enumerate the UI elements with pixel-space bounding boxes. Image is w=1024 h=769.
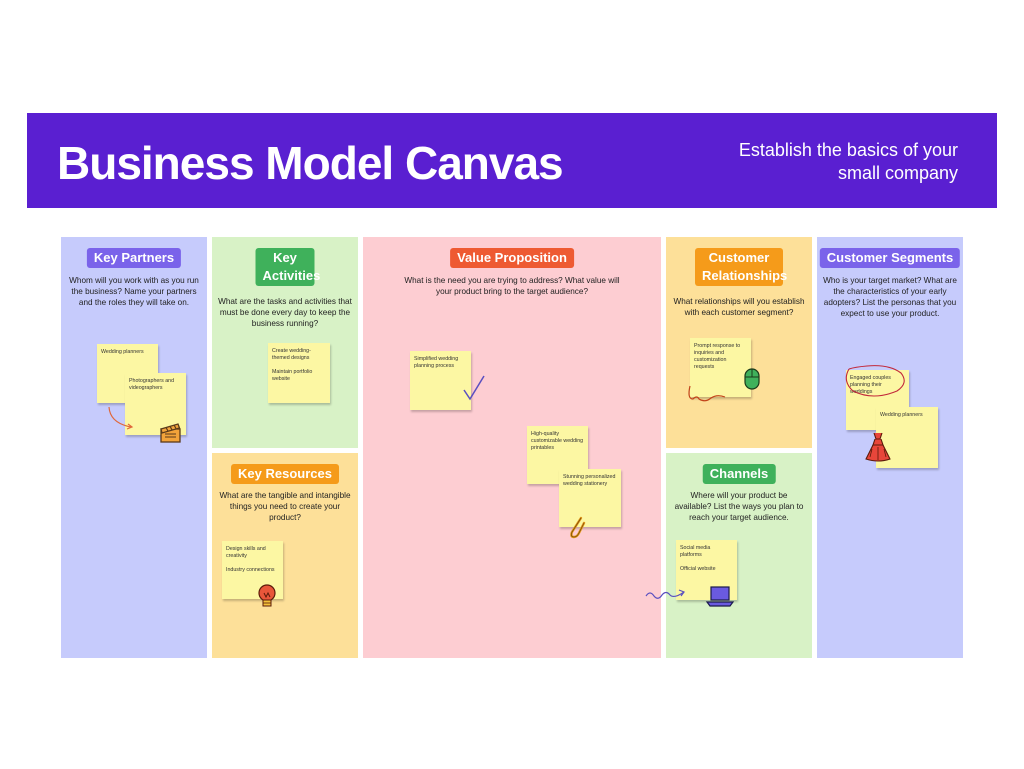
section-desc-key-activities: What are the tasks and activities that m… — [218, 297, 352, 328]
lightbulb-icon — [258, 584, 276, 607]
laptop-icon — [705, 586, 735, 607]
section-customer-relationships: Customer Relationships What relationship… — [666, 237, 812, 448]
section-title-customer-segments: Customer Segments — [819, 248, 961, 268]
section-desc-channels: Where will your product be available? Li… — [674, 491, 804, 522]
circle-doodle-icon — [845, 365, 905, 397]
header-banner: Business Model Canvas Establish the basi… — [27, 113, 997, 208]
section-title-customer-relationships: Customer Relationships — [695, 248, 787, 286]
section-desc-key-resources: What are the tangible and intangible thi… — [219, 491, 351, 522]
section-title-key-activities: Key Activities — [255, 248, 320, 286]
section-channels: Channels Where will your product be avai… — [645, 453, 812, 658]
section-title-channels: Channels — [702, 464, 776, 484]
sticky-note[interactable]: Prompt response to inquiries and customi… — [690, 338, 751, 397]
mouse-icon — [744, 368, 760, 390]
section-key-partners: Key Partners Whom will you work with as … — [61, 237, 207, 658]
sticky-note[interactable]: Simplified wedding planning process — [410, 351, 471, 410]
section-title-key-partners: Key Partners — [86, 248, 182, 268]
section-desc-customer-segments: Who is your target market? What are the … — [823, 276, 957, 318]
clapperboard-icon — [160, 423, 181, 443]
squiggle-arrow-icon — [645, 589, 685, 599]
section-key-resources: Key Resources What are the tangible and … — [212, 453, 358, 658]
section-customer-segments: Customer Segments Who is your target mar… — [817, 237, 963, 658]
section-desc-key-partners: Whom will you work with as you run the b… — [69, 276, 199, 307]
sticky-note[interactable]: High-quality customizable wedding printa… — [527, 426, 588, 484]
sticky-note[interactable]: Stunning personalized wedding stationery — [559, 469, 621, 527]
arrow-doodle-icon — [108, 406, 134, 430]
page-subtitle: Establish the basics of your small compa… — [738, 140, 958, 183]
section-desc-value-proposition: What is the need you are trying to addre… — [404, 276, 620, 296]
paperclip-icon — [570, 516, 586, 539]
section-value-proposition: Value Proposition What is the need you a… — [363, 237, 661, 658]
section-title-value-proposition: Value Proposition — [450, 248, 574, 268]
page-title: Business Model Canvas — [57, 137, 564, 189]
sticky-note[interactable]: Create wedding-themed designs Maintain p… — [268, 343, 330, 403]
section-desc-customer-relationships: What relationships will you establish wi… — [673, 297, 805, 317]
dress-icon — [865, 432, 891, 462]
section-key-activities: Key Activities What are the tasks and ac… — [212, 237, 358, 448]
checkmark-icon — [463, 375, 485, 401]
scribble-doodle-icon — [688, 385, 726, 402]
section-title-key-resources: Key Resources — [231, 464, 339, 484]
